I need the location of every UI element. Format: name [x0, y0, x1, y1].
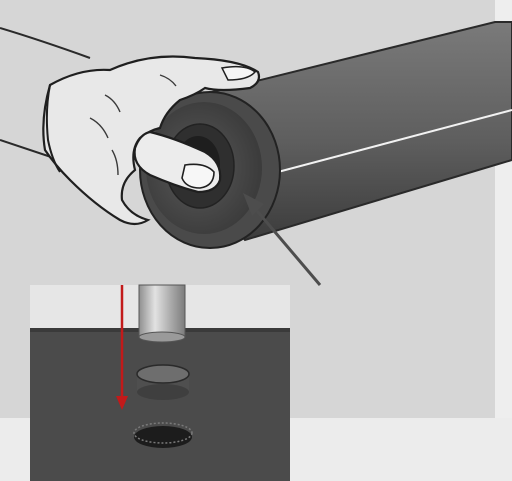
punched-hole: [134, 426, 192, 448]
inset-panel: [30, 285, 290, 481]
thumbnail: [182, 164, 214, 188]
inset-surface: [30, 330, 290, 481]
cut-plug-top: [137, 365, 189, 383]
punch-tool-tip: [139, 332, 185, 342]
cut-plug-bottom: [137, 384, 189, 400]
punch-tool: [139, 285, 185, 337]
